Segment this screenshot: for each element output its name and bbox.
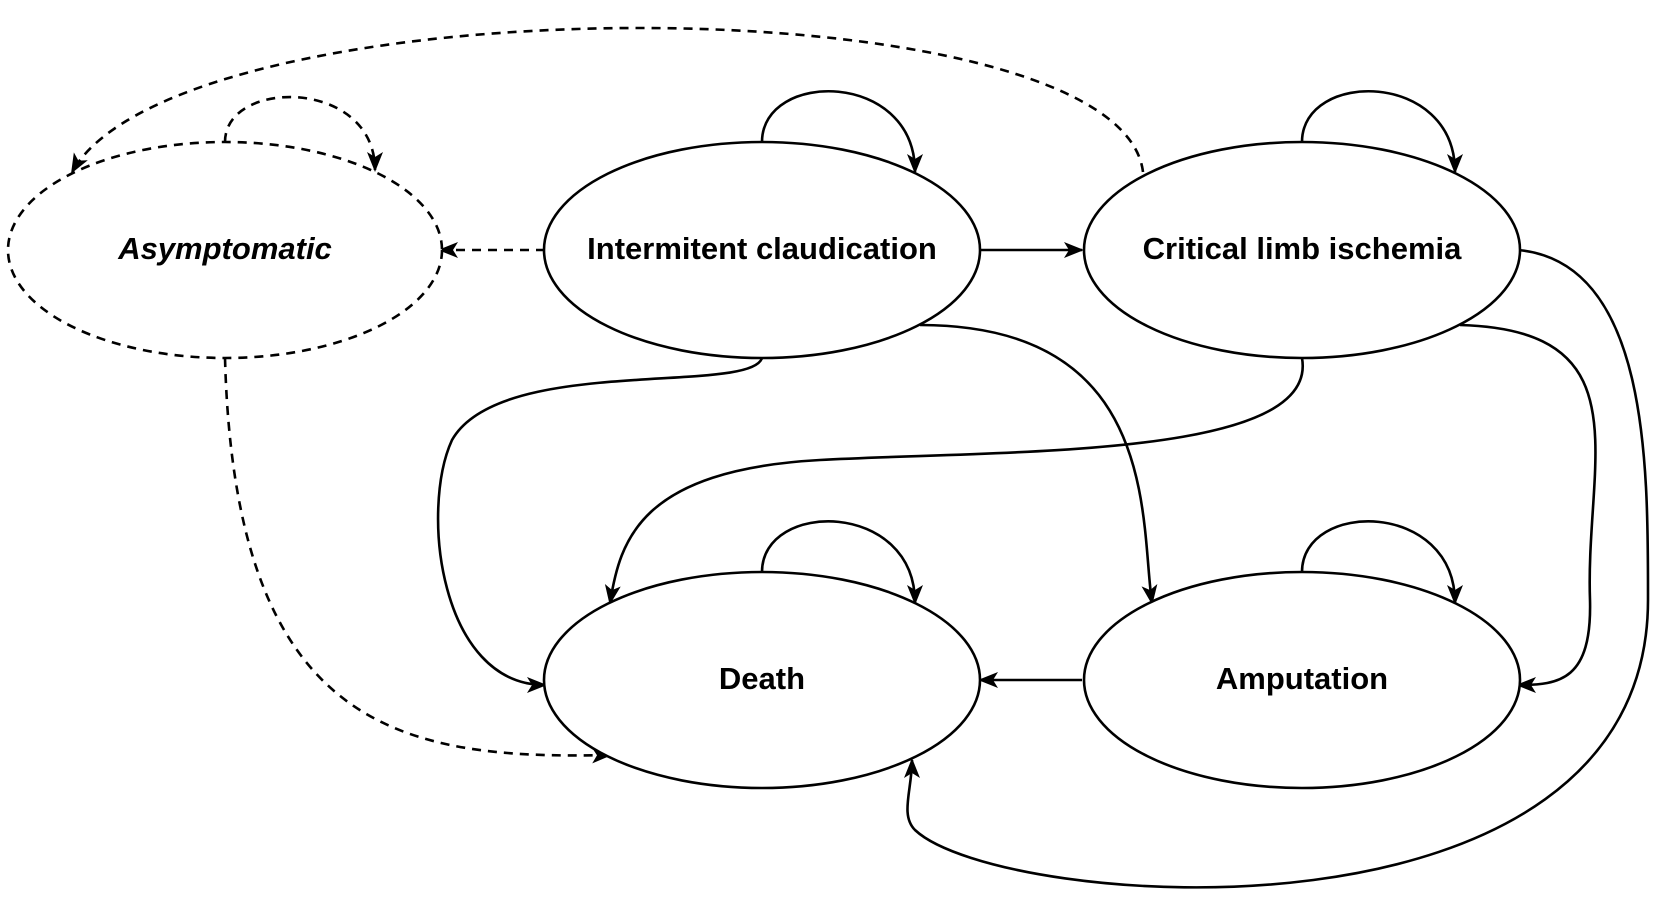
edge-cli-to-death-outer xyxy=(903,248,1650,889)
edge-asymptomatic-to-death xyxy=(223,357,612,764)
node-shape-intermittent-claudication xyxy=(542,140,982,360)
node-intermittent-claudication: Intermitent claudication xyxy=(542,140,982,360)
node-label-death: Death xyxy=(719,661,805,696)
node-shape-asymptomatic xyxy=(6,140,444,360)
node-asymptomatic: Asymptomatic xyxy=(6,140,444,360)
node-shape-amputation xyxy=(1082,570,1522,790)
edge-ic-to-amputation xyxy=(919,323,1158,605)
edges xyxy=(70,26,1650,889)
node-critical-limb-ischemia: Critical limb ischemia xyxy=(1082,140,1522,360)
edge-ic-to-death xyxy=(436,357,764,693)
node-label-asymptomatic: Asymptomatic xyxy=(117,231,332,266)
node-label-amputation: Amputation xyxy=(1216,661,1388,696)
edge-amputation-self-loop xyxy=(1300,520,1463,605)
node-shape-death xyxy=(542,570,982,790)
edge-cli-to-asymptomatic xyxy=(70,26,1145,174)
edge-cli-self-loop xyxy=(1300,90,1463,174)
edge-cli-to-amputation xyxy=(1459,323,1597,693)
node-label-critical-limb-ischemia: Critical limb ischemia xyxy=(1143,231,1462,266)
node-shape-critical-limb-ischemia xyxy=(1082,140,1522,360)
node-amputation: Amputation xyxy=(1082,570,1522,790)
edge-ic-self-loop xyxy=(760,90,923,174)
edge-cli-to-death-direct xyxy=(604,357,1304,605)
edge-asymptomatic-self-loop xyxy=(223,95,383,172)
edge-death-self-loop xyxy=(760,520,923,605)
node-label-intermittent-claudication: Intermitent claudication xyxy=(587,231,937,266)
node-death: Death xyxy=(542,570,982,790)
